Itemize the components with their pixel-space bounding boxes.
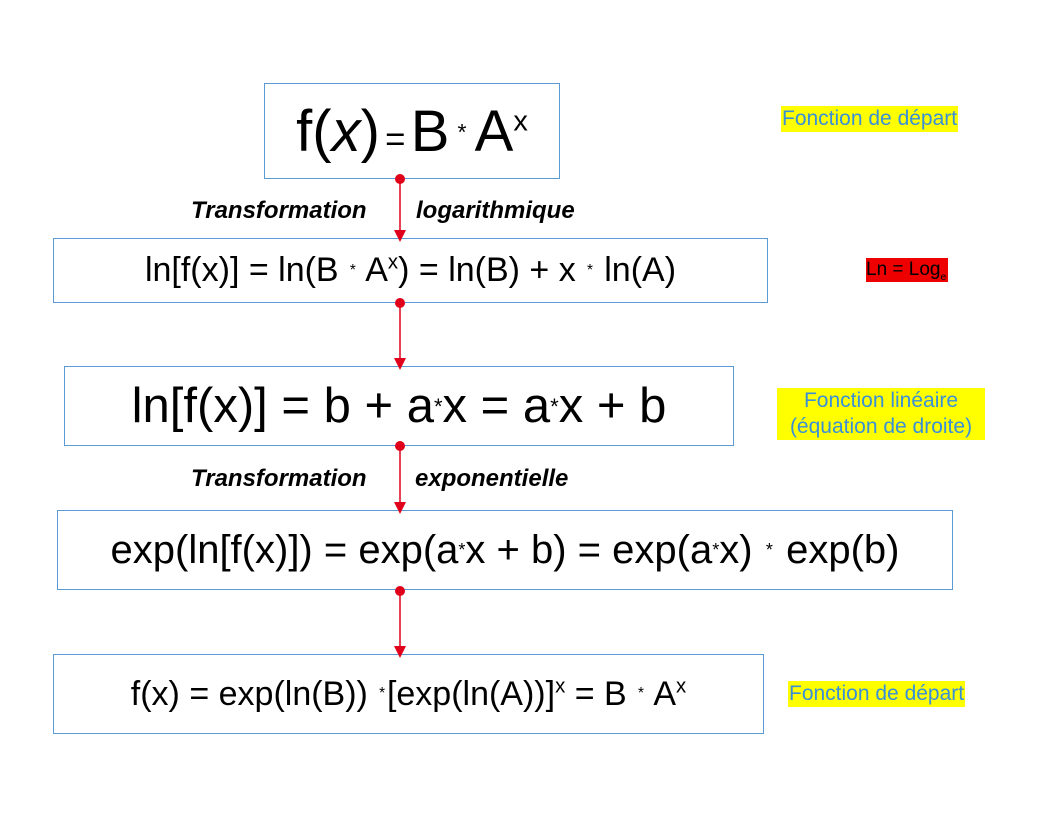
- formula-exp-part1: exp(ln[f(x)]) = exp(a: [110, 527, 459, 572]
- arrow-3-head: [394, 502, 406, 514]
- formula-exp-part2: x + b) = exp(a: [465, 527, 713, 572]
- note-return-function: Fonction de départ: [788, 681, 966, 707]
- formula-return-exp1: x: [555, 675, 566, 698]
- formula-log-star1: *: [349, 261, 356, 279]
- arrow-2-head: [394, 358, 406, 370]
- formula-linear-part1: ln[f(x)] = b + a: [131, 379, 434, 433]
- formula-box-start: f(x)=B*Ax: [264, 83, 560, 179]
- formula-return-part1: f(x) = exp(ln(B)): [130, 674, 378, 713]
- formula-exp-part4: exp(b): [774, 527, 900, 572]
- note-ln-sub: e: [940, 271, 947, 283]
- formula-log-part2: A: [357, 251, 388, 289]
- formula-start-b: B: [410, 98, 450, 164]
- formula-exp-star2: *: [712, 539, 720, 560]
- formula-start-eq: =: [385, 119, 406, 159]
- formula-log-part1: ln[f(x)] = ln(B: [144, 251, 349, 289]
- arrow-4: [394, 586, 406, 658]
- note-ln-definition: Ln = Loge: [866, 258, 949, 283]
- formula-return: f(x) = exp(ln(B)) *[exp(ln(A))]x = B * A…: [131, 675, 686, 714]
- note-start-function: Fonction de départ: [781, 106, 959, 132]
- formula-start: f(x)=B*Ax: [296, 98, 528, 165]
- formula-return-part2: [exp(ln(A))]: [386, 674, 556, 713]
- note-linear-line1: Fonction linéaire: [803, 389, 959, 412]
- formula-return-star2: *: [637, 685, 644, 702]
- formula-return-part4: A: [645, 674, 677, 713]
- arrow-1-head: [394, 230, 406, 242]
- formula-log-exp: x: [387, 251, 399, 274]
- formula-linear: ln[f(x)] = b + a*x = a*x + b: [132, 378, 667, 434]
- formula-exp-star1: *: [458, 539, 466, 560]
- formula-return-exp2: x: [676, 675, 687, 698]
- formula-exp: exp(ln[f(x)]) = exp(a*x + b) = exp(a*x) …: [111, 528, 900, 573]
- transform-2-left: Transformation: [191, 465, 367, 492]
- formula-exp-star3: *: [765, 539, 773, 560]
- formula-linear-part2: x = a: [442, 379, 551, 433]
- formula-start-close: ): [360, 98, 380, 164]
- transform-2-right: exponentielle: [415, 465, 569, 492]
- formula-log-part3: ) = ln(B) + x: [398, 251, 586, 289]
- arrow-4-head: [394, 646, 406, 658]
- formula-box-exp: exp(ln[f(x)]) = exp(a*x + b) = exp(a*x) …: [57, 510, 953, 590]
- formula-linear-star2: *: [550, 393, 559, 419]
- arrow-3: [394, 441, 406, 514]
- formula-linear-part3: x + b: [558, 379, 667, 433]
- formula-start-a: A: [474, 98, 514, 164]
- formula-log-part4: ln(A): [594, 251, 677, 289]
- transform-1-right: logarithmique: [416, 197, 575, 224]
- note-linear-line2: (équation de droite): [789, 415, 973, 438]
- formula-exp-part3: x): [719, 527, 764, 572]
- transform-1-left: Transformation: [191, 197, 367, 224]
- formula-start-fopen: f(: [296, 98, 332, 164]
- formula-linear-star1: *: [433, 393, 443, 419]
- formula-log: ln[f(x)] = ln(B * Ax) = ln(B) + x * ln(A…: [145, 251, 676, 290]
- formula-log-star2: *: [587, 261, 593, 279]
- formula-return-part3: = B: [565, 674, 637, 713]
- formula-start-star: *: [457, 119, 467, 146]
- formula-start-exp: x: [513, 105, 528, 138]
- note-ln-base: Ln = Log: [866, 259, 941, 280]
- formula-box-log: ln[f(x)] = ln(B * Ax) = ln(B) + x * ln(A…: [53, 238, 768, 303]
- arrow-1: [394, 174, 406, 242]
- arrow-2: [394, 298, 406, 370]
- formula-start-var: x: [331, 98, 361, 164]
- formula-box-return: f(x) = exp(ln(B)) *[exp(ln(A))]x = B * A…: [53, 654, 764, 734]
- formula-return-star1: *: [379, 685, 386, 702]
- note-linear-function: Fonction linéaire (équation de droite): [777, 388, 985, 440]
